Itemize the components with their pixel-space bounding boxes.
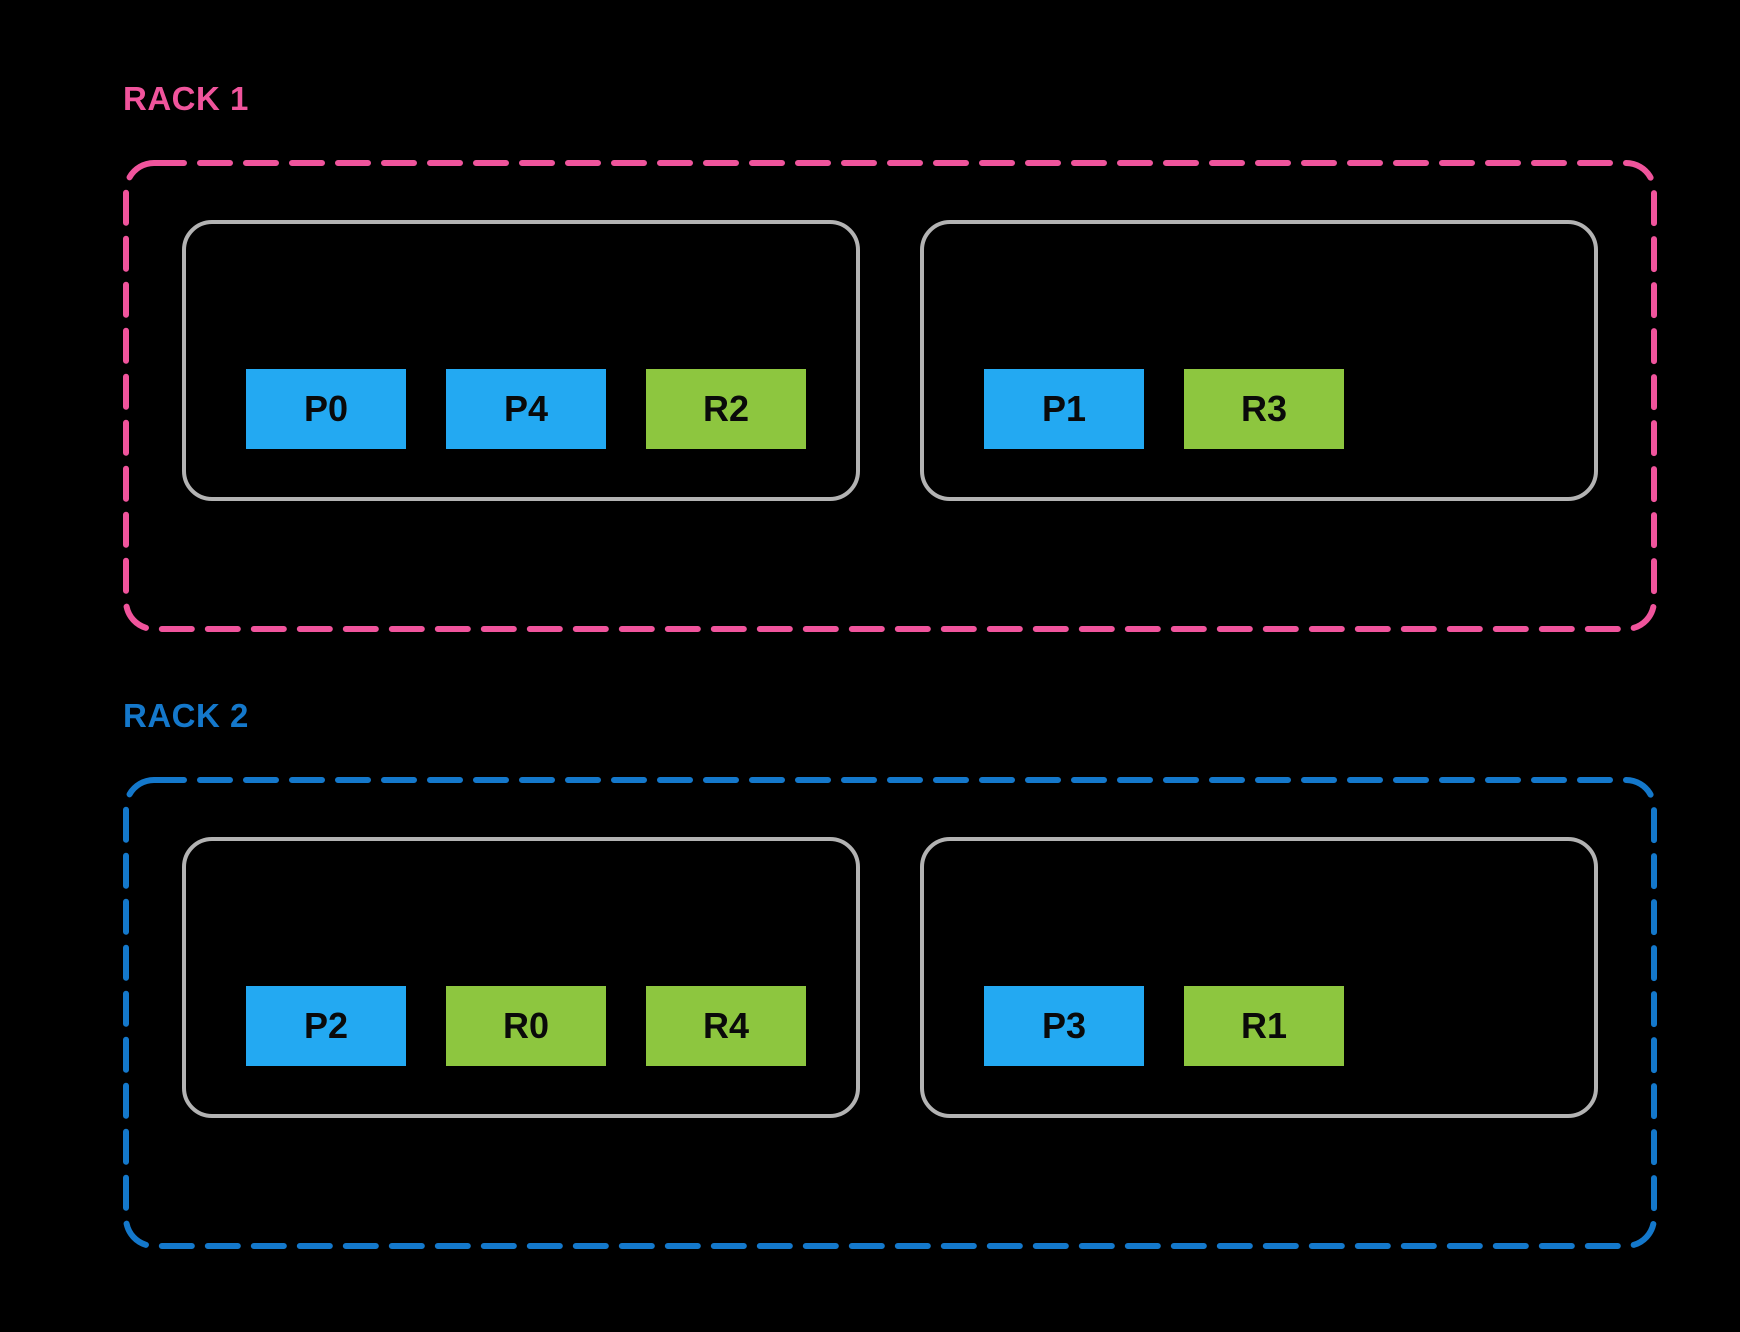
- chip-row: P2 R0 R4: [246, 986, 806, 1066]
- chip-p1: P1: [984, 369, 1144, 449]
- chip-p4: P4: [446, 369, 606, 449]
- chip-r3: R3: [1184, 369, 1344, 449]
- rack2-node-left: P2 R0 R4: [182, 837, 860, 1118]
- chip-r2: R2: [646, 369, 806, 449]
- chip-p3: P3: [984, 986, 1144, 1066]
- rack2-label: RACK 2: [123, 697, 249, 734]
- chip-r4: R4: [646, 986, 806, 1066]
- rack2-node-right: P3 R1: [920, 837, 1598, 1118]
- chip-row: P3 R1: [984, 986, 1344, 1066]
- chip-r1: R1: [1184, 986, 1344, 1066]
- rack1-boundary: P0 P4 R2 P1 R3: [123, 160, 1657, 632]
- rack1-node-left: P0 P4 R2: [182, 220, 860, 501]
- rack2-boundary: P2 R0 R4 P3 R1: [123, 777, 1657, 1249]
- chip-p2: P2: [246, 986, 406, 1066]
- rack1-label: RACK 1: [123, 80, 249, 117]
- chip-p0: P0: [246, 369, 406, 449]
- rack1-node-right: P1 R3: [920, 220, 1598, 501]
- chip-row: P1 R3: [984, 369, 1344, 449]
- chip-r0: R0: [446, 986, 606, 1066]
- rack2-dashed-border-icon: [123, 777, 1657, 1249]
- rack1-dashed-border-icon: [123, 160, 1657, 632]
- chip-row: P0 P4 R2: [246, 369, 806, 449]
